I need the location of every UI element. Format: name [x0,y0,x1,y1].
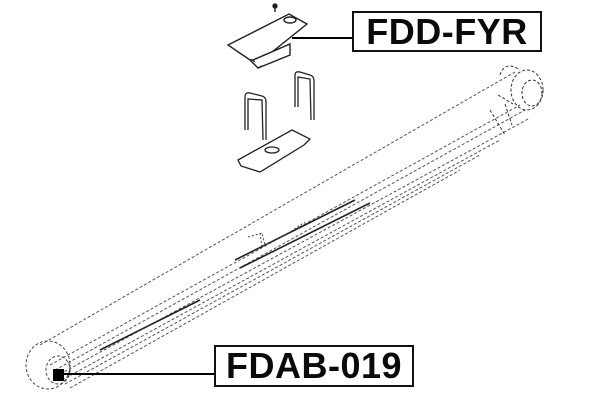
right-spring-eye [489,65,544,136]
u-bolts [244,71,315,141]
leaf-spring [39,71,531,389]
spring-plate [237,129,312,173]
part-label-fdab-019: FDAB-019 [214,345,414,387]
leaf-spring-solid [99,199,371,351]
center-clamp [247,221,306,249]
bushing-marker [53,369,64,381]
part-label-fdd-fyr: FDD-FYR [352,11,542,52]
spring-seat-pad [226,3,309,69]
left-spring-eye [25,340,71,390]
